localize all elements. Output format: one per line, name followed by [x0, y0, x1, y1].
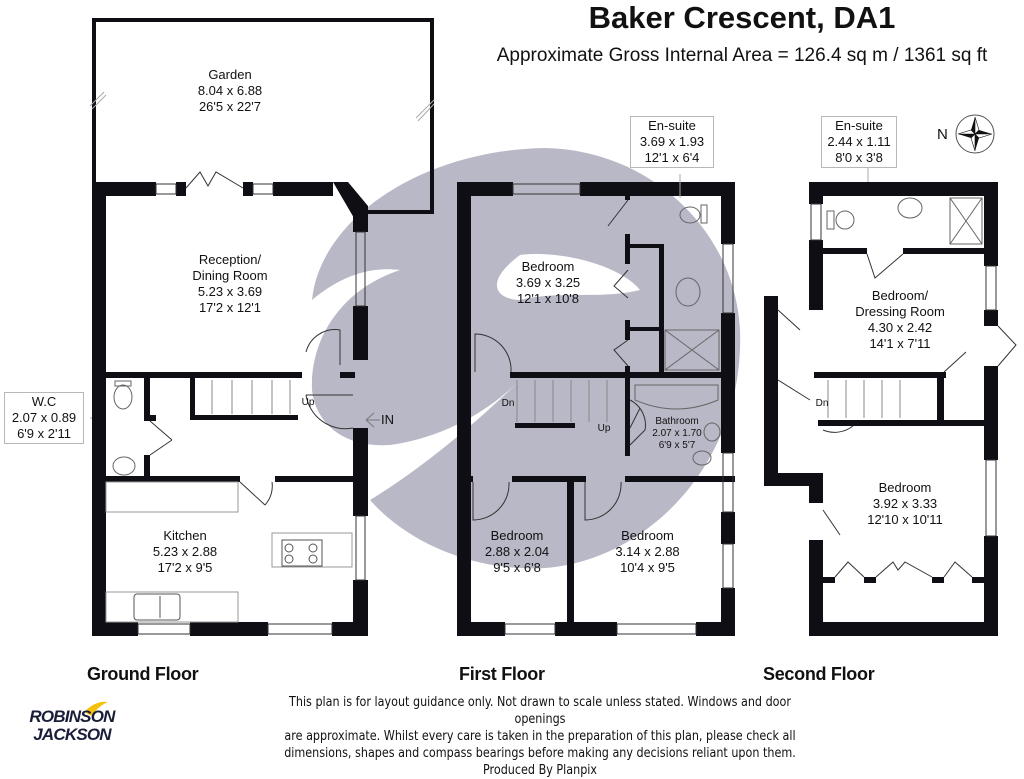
basin-icon — [112, 456, 136, 476]
toilet-icon — [679, 204, 708, 224]
room-size-metric: 3.14 x 2.88 — [615, 544, 680, 559]
second-floor-walls — [764, 182, 998, 636]
toilet-icon — [826, 210, 855, 230]
room-size-imperial: 17'2 x 12'1 — [198, 300, 262, 315]
disclaimer-line: are approximate. Whilst every care is ta… — [284, 729, 796, 744]
stairs-up-label: Up — [597, 423, 611, 434]
gross-area-subtitle: Approximate Gross Internal Area = 126.4 … — [496, 45, 988, 66]
room-label-bedroom-1: Bedroom 3.69 x 3.25 12'1 x 10'8 — [495, 259, 601, 307]
producer-credit: Produced By Planpix — [482, 763, 598, 778]
compass-north-label: N — [937, 126, 948, 143]
watermark-logo — [311, 148, 741, 569]
disclaimer-line: This plan is for layout guidance only. N… — [289, 695, 791, 727]
room-name: Bathroom — [655, 416, 699, 427]
room-size-metric: 2.07 x 0.89 — [11, 410, 77, 425]
room-label-bedroom-second: Bedroom 3.92 x 3.33 12'10 x 10'11 — [850, 480, 960, 528]
floor-label-first: First Floor — [459, 664, 545, 684]
room-size-metric: 2.44 x 1.11 — [827, 134, 891, 149]
toilet-icon — [692, 422, 721, 466]
bath-icon — [634, 384, 719, 410]
room-label-ensuite-first: En-suite 3.69 x 1.93 12'1 x 6'4 — [630, 116, 714, 168]
room-size-imperial: 26'5 x 22'7 — [198, 99, 262, 114]
stairs-down-label: Dn — [501, 398, 515, 409]
room-name: En-suite — [835, 118, 883, 133]
room-size-imperial: 14'1 x 7'11 — [869, 336, 931, 351]
room-name: Dining Room — [192, 268, 268, 283]
entrance-label: IN — [381, 412, 394, 427]
room-size-metric: 2.88 x 2.04 — [484, 544, 550, 559]
room-name: Bedroom — [878, 480, 932, 495]
room-size-imperial: 12'1 x 10'8 — [516, 291, 580, 306]
compass-rose-icon — [955, 114, 995, 154]
room-label-garden: Garden 8.04 x 6.88 26'5 x 22'7 — [170, 67, 290, 115]
room-size-imperial: 12'1 x 6'4 — [644, 150, 700, 165]
room-size-metric: 2.07 x 1.70 — [652, 428, 702, 439]
ground-floor-windows-doors — [105, 171, 366, 635]
watermark-cutout — [496, 254, 640, 300]
logo-line: JACKSON — [33, 725, 111, 744]
entrance-arrow-icon — [365, 412, 380, 428]
room-name: Reception/ — [198, 252, 262, 267]
room-size-imperial: 6'9 x 5'7 — [658, 440, 696, 451]
stairs-up-label: Up — [301, 397, 315, 408]
agency-logo: ROBINSON JACKSON — [22, 708, 122, 744]
sink-icon — [133, 593, 181, 621]
room-label-dressing-room: Bedroom/ Dressing Room 4.30 x 2.42 14'1 … — [838, 288, 962, 352]
basin-icon — [897, 197, 923, 219]
room-label-reception: Reception/ Dining Room 5.23 x 3.69 17'2 … — [160, 252, 300, 316]
room-name: Bedroom — [521, 259, 575, 274]
logo-line: ROBINSON — [29, 707, 115, 726]
room-label-bathroom: Bathroom 2.07 x 1.70 6'9 x 5'7 — [642, 416, 712, 452]
room-size-imperial: 17'2 x 9'5 — [157, 560, 213, 575]
logo-swoosh-icon — [84, 701, 108, 716]
disclaimer-line: dimensions, shapes and compass bearings … — [284, 746, 796, 761]
floor-label-second: Second Floor — [763, 664, 875, 684]
first-floor-windows-doors — [472, 183, 734, 635]
second-floor-windows-doors — [777, 197, 1017, 578]
room-label-wc: W.C 2.07 x 0.89 6'9 x 2'11 — [4, 392, 84, 444]
basin-icon — [675, 277, 701, 307]
room-name: Bedroom — [490, 528, 544, 543]
hob-icon — [281, 539, 323, 567]
page-title: Baker Crescent, DA1 — [588, 0, 896, 35]
toilet-icon — [113, 380, 133, 410]
room-size-imperial: 9'5 x 6'8 — [493, 560, 541, 575]
room-size-imperial: 6'9 x 2'11 — [17, 426, 71, 441]
room-size-metric: 8.04 x 6.88 — [197, 83, 263, 98]
room-name: Kitchen — [163, 528, 207, 543]
room-size-metric: 4.30 x 2.42 — [867, 320, 933, 335]
room-label-bedroom-3: Bedroom 3.14 x 2.88 10'4 x 9'5 — [600, 528, 695, 576]
room-size-metric: 3.69 x 3.25 — [515, 275, 581, 290]
room-label-bedroom-2: Bedroom 2.88 x 2.04 9'5 x 6'8 — [472, 528, 562, 576]
first-floor-walls — [457, 182, 735, 636]
shower-tray-icon — [949, 197, 983, 245]
disclaimer: This plan is for layout guidance only. N… — [265, 694, 815, 779]
room-size-metric: 5.23 x 2.88 — [152, 544, 218, 559]
room-name: Dressing Room — [855, 304, 945, 319]
room-size-imperial: 8'0 x 3'8 — [835, 150, 883, 165]
shower-tray-icon — [664, 329, 720, 371]
room-name: Bedroom — [621, 528, 674, 543]
room-label-kitchen: Kitchen 5.23 x 2.88 17'2 x 9'5 — [125, 528, 245, 576]
floor-label-ground: Ground Floor — [87, 664, 199, 684]
room-size-metric: 5.23 x 3.69 — [197, 284, 263, 299]
room-size-imperial: 12'10 x 10'11 — [867, 512, 943, 527]
room-name: En-suite — [648, 118, 696, 133]
room-name: Bedroom/ — [871, 288, 929, 303]
room-label-ensuite-second: En-suite 2.44 x 1.11 8'0 x 3'8 — [821, 116, 897, 168]
room-size-imperial: 10'4 x 9'5 — [620, 560, 675, 575]
room-name: W.C — [31, 394, 57, 409]
stairs-down-label: Dn — [815, 398, 829, 409]
garden-gate-marks — [89, 91, 435, 122]
room-size-metric: 3.69 x 1.93 — [639, 134, 705, 149]
room-size-metric: 3.92 x 3.33 — [872, 496, 938, 511]
ground-floor-walls — [92, 18, 434, 636]
room-name: Garden — [208, 67, 252, 82]
